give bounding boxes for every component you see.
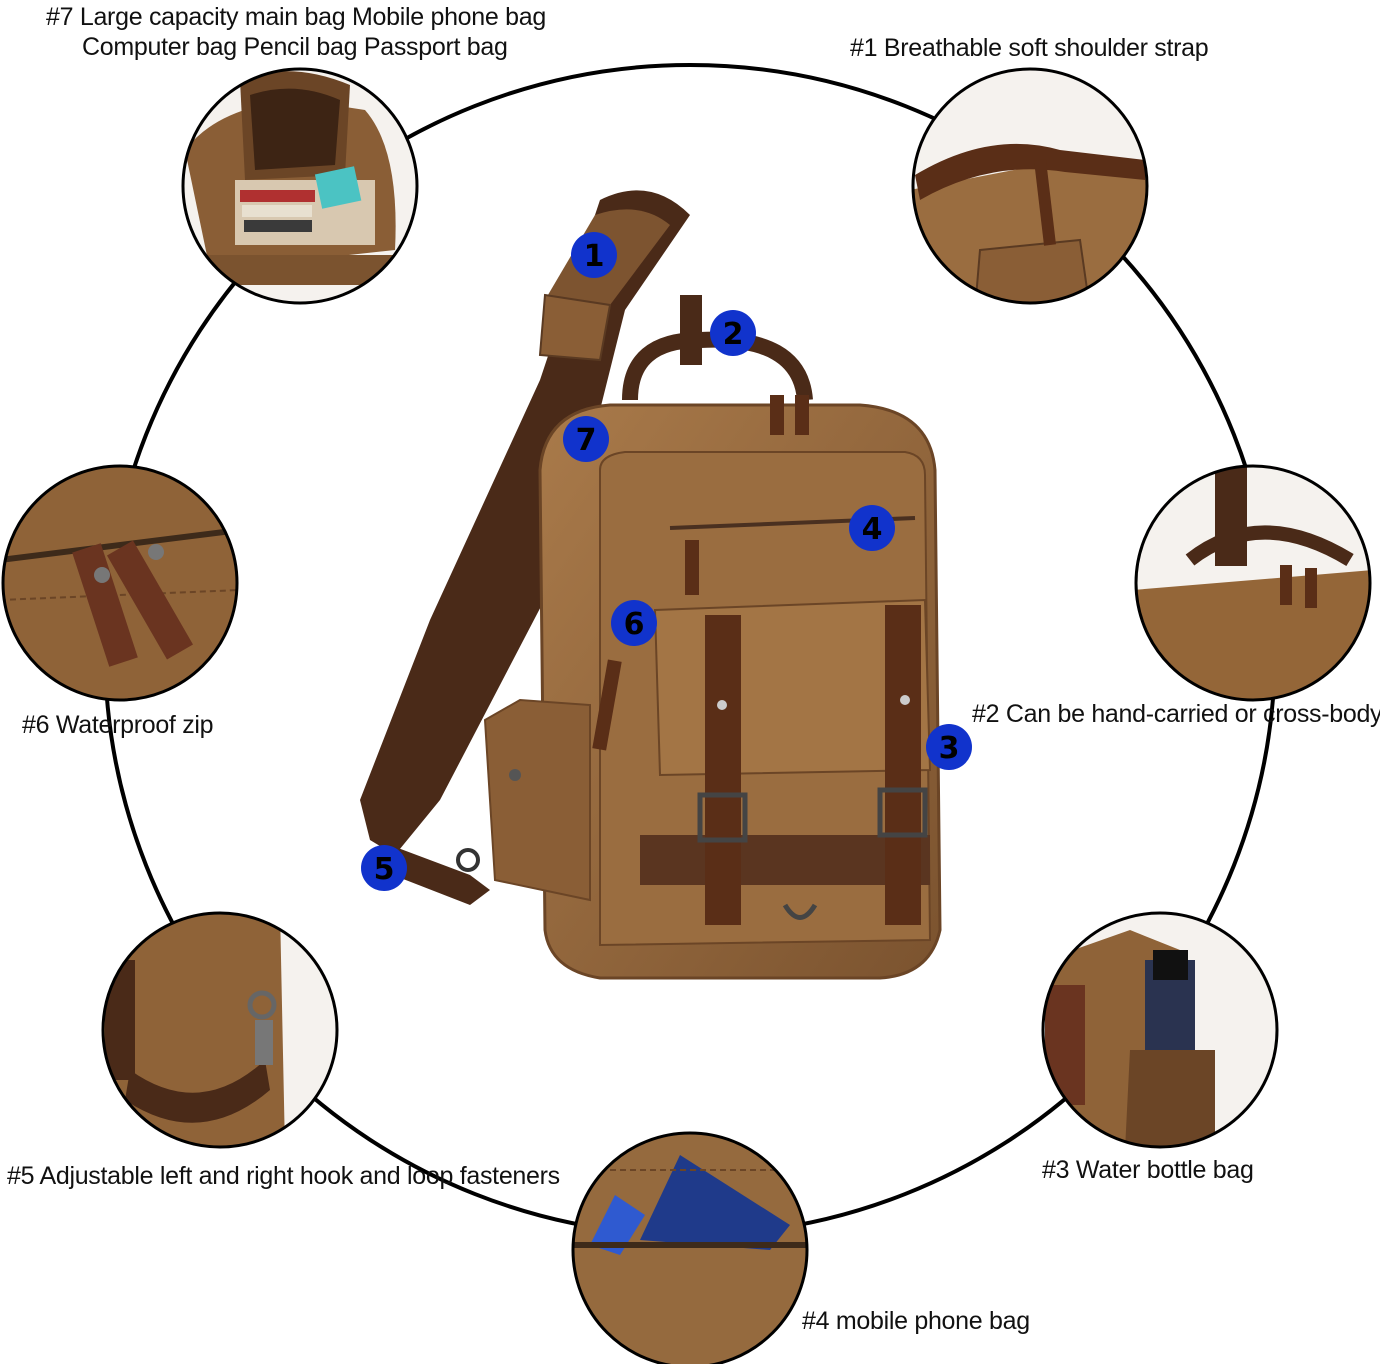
- svg-text:5: 5: [374, 852, 395, 887]
- badge-5: 5: [361, 845, 407, 891]
- callout-1: #1 Breathable soft shoulder strap: [850, 34, 1209, 62]
- badge-3: 3: [926, 724, 972, 770]
- svg-text:6: 6: [624, 607, 645, 642]
- detail-image-hook-fasteners: [103, 913, 337, 1147]
- callout-4: #4 mobile phone bag: [802, 1307, 1030, 1335]
- callout-7-line1: #7 Large capacity main bag Mobile phone …: [46, 3, 546, 31]
- callout-7-line2: Computer bag Pencil bag Passport bag: [82, 33, 508, 61]
- detail-image-water-bottle-pocket: [1043, 913, 1277, 1147]
- detail-image-waterproof-zip: [3, 466, 237, 700]
- backpack-main-image: [360, 190, 942, 980]
- badge-4: 4: [849, 505, 895, 551]
- svg-text:3: 3: [939, 731, 960, 766]
- svg-text:2: 2: [723, 317, 744, 352]
- callout-2: #2 Can be hand-carried or cross-body: [972, 700, 1380, 728]
- badge-1: 1: [571, 232, 617, 278]
- detail-image-shoulder-strap: [913, 69, 1147, 303]
- svg-text:1: 1: [584, 239, 605, 274]
- detail-image-top-handle: [1136, 466, 1370, 700]
- badge-2: 2: [710, 310, 756, 356]
- detail-image-phone-pocket: [573, 1133, 807, 1364]
- badge-7: 7: [563, 416, 609, 462]
- badge-6: 6: [611, 600, 657, 646]
- svg-text:4: 4: [862, 512, 883, 547]
- callout-6: #6 Waterproof zip: [22, 711, 214, 739]
- detail-image-main-compartment: [183, 69, 417, 303]
- callout-3: #3 Water bottle bag: [1042, 1156, 1254, 1184]
- callout-5: #5 Adjustable left and right hook and lo…: [7, 1162, 560, 1190]
- svg-text:7: 7: [576, 423, 597, 458]
